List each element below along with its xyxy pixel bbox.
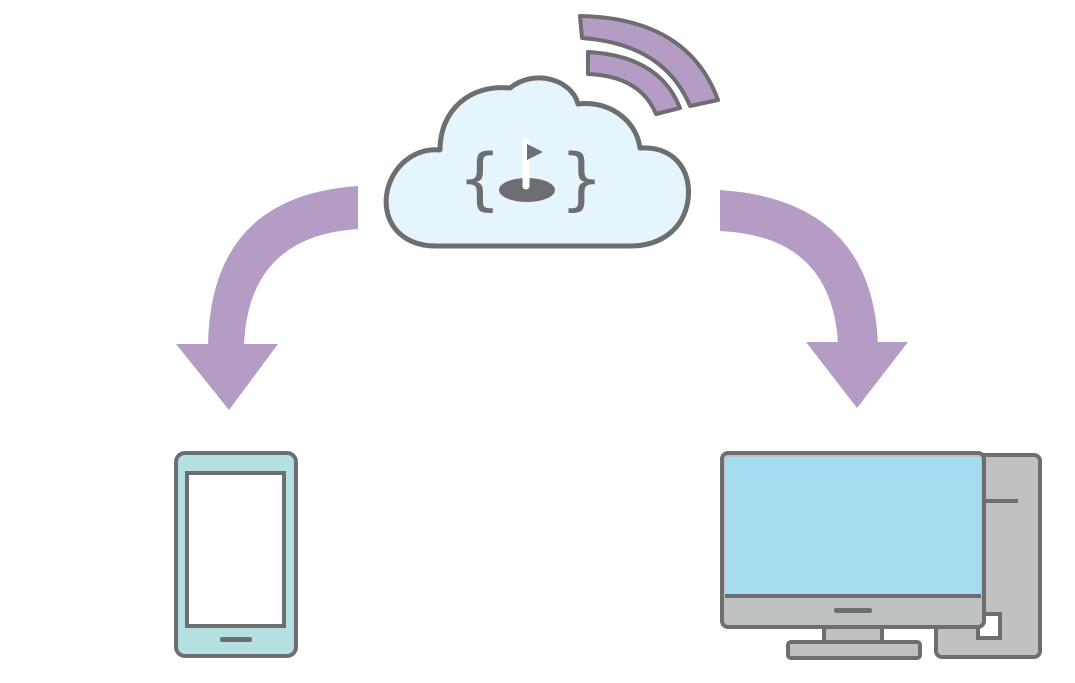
smartphone-icon <box>174 451 298 658</box>
flag-shape <box>527 144 543 160</box>
golf-flag-in-braces-icon: { } <box>458 138 603 219</box>
phone-screen <box>185 471 286 628</box>
right-brace-glyph: } <box>560 140 603 219</box>
monitor <box>720 451 986 629</box>
arrow-cloud-to-phone <box>176 186 358 410</box>
cloud-icon: { } <box>383 75 691 249</box>
desktop-computer-icon <box>720 451 1042 660</box>
monitor-stand <box>786 622 922 660</box>
phone-home-button <box>220 637 252 642</box>
wireless-signal-icon <box>578 14 720 116</box>
left-brace-glyph: { <box>458 140 501 219</box>
monitor-screen <box>725 457 981 595</box>
monitor-power-button <box>834 608 872 613</box>
arrow-cloud-to-desktop <box>720 190 908 408</box>
golf-hole-shape <box>499 178 555 202</box>
